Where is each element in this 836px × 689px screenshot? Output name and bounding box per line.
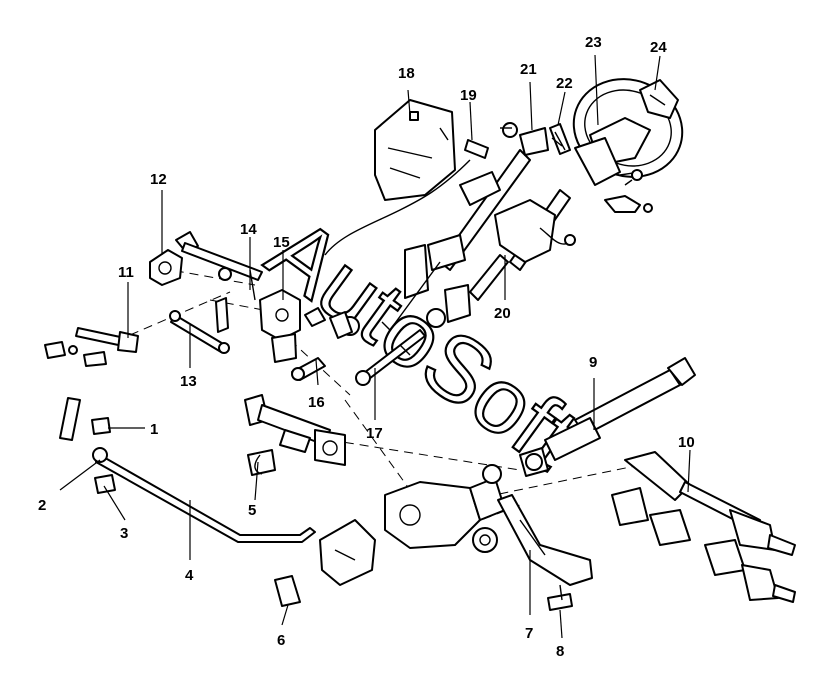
- callout-15: 15: [273, 234, 290, 251]
- part-20-column-housing: [426, 189, 576, 328]
- callout-13: 13: [180, 373, 197, 390]
- callout-24: 24: [650, 39, 667, 56]
- callout-16: 16: [308, 394, 325, 411]
- callout-22: 22: [556, 75, 573, 92]
- part-23-steering-wheel: [572, 78, 684, 186]
- part-13-damper: [169, 297, 230, 354]
- callout-14: 14: [240, 221, 257, 238]
- callout-10: 10: [678, 434, 695, 451]
- callout-3: 3: [120, 525, 128, 542]
- part-3-bracket: [94, 474, 116, 494]
- part-21-switch: [500, 122, 549, 156]
- callout-21: 21: [520, 61, 537, 78]
- part-22-spring-clip: [549, 123, 571, 155]
- callout-6: 6: [277, 632, 285, 649]
- leader-lines: [59, 54, 691, 639]
- callout-20: 20: [494, 305, 511, 322]
- part-18-column-shroud: [374, 99, 456, 201]
- part-15-steering-box: [259, 289, 326, 363]
- callout-4: 4: [185, 567, 194, 584]
- callout-9: 9: [589, 354, 597, 371]
- part-axle-tube: [244, 394, 346, 466]
- part-17-intermediate-shaft: [355, 329, 426, 386]
- callout-1: 1: [150, 421, 158, 438]
- part-steering-column-shaft: [329, 149, 531, 339]
- part-5-u-bracket: [247, 449, 276, 476]
- part-7-crossmember: [497, 494, 593, 586]
- part-9-propeller-shaft: [519, 357, 696, 477]
- part-4-stabilizer-bar: [59, 397, 316, 543]
- callout-5: 5: [248, 502, 256, 519]
- part-1-bushing: [91, 417, 111, 435]
- part-bolt-near-wheel: [604, 195, 653, 213]
- part-14-steering-rod: [181, 242, 263, 301]
- part-6-mount: [274, 519, 376, 607]
- callout-7: 7: [525, 625, 533, 642]
- callout-labels: 1 2 3 4 5 6 7 8 9 10 11 12 13 14 15 16 1…: [38, 34, 695, 660]
- part-front-differential: [384, 464, 506, 553]
- part-11-tie-rod-ends: [44, 327, 139, 367]
- callout-11: 11: [118, 264, 134, 281]
- part-10-drive-shaft-assembly: [611, 451, 796, 603]
- part-19-cable-bracket: [324, 139, 489, 256]
- part-2-clamp: [92, 447, 108, 463]
- callout-8: 8: [556, 643, 564, 660]
- part-16-link: [291, 357, 326, 381]
- part-12-bracket: [149, 231, 199, 286]
- callout-12: 12: [150, 171, 167, 188]
- callout-18: 18: [398, 65, 415, 82]
- callout-23: 23: [585, 34, 602, 51]
- callout-2: 2: [38, 497, 46, 514]
- callout-19: 19: [460, 87, 477, 104]
- part-8-bolt-bracket: [547, 584, 573, 611]
- callout-17: 17: [366, 425, 383, 442]
